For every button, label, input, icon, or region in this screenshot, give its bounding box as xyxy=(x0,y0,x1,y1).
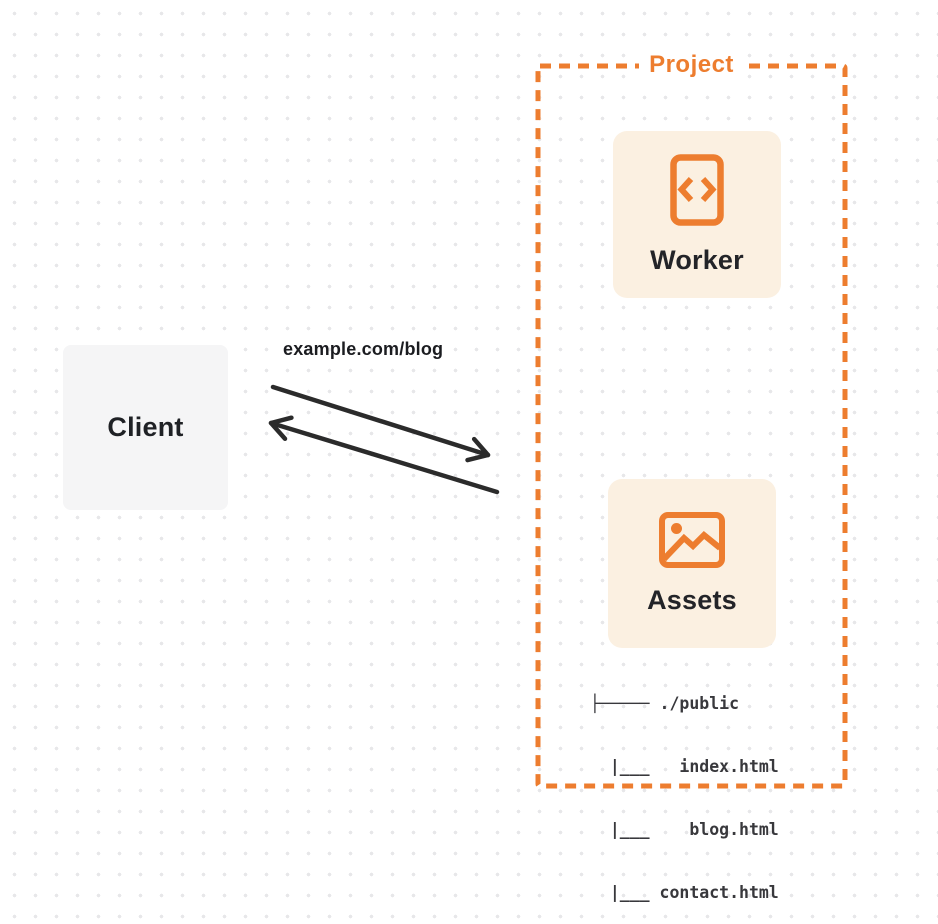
request-url-label: example.com/blog xyxy=(283,339,444,359)
file-tree-line: |___ blog.html xyxy=(590,820,779,839)
project-title: Project xyxy=(639,50,744,80)
code-document-icon xyxy=(670,153,724,226)
file-tree-line: |___ contact.html xyxy=(590,883,779,902)
worker-label: Worker xyxy=(650,244,744,275)
graphics-layer xyxy=(268,63,848,789)
assets-label: Assets xyxy=(647,584,737,615)
file-tree-line: |___ index.html xyxy=(590,757,779,776)
response-arrow xyxy=(268,415,500,495)
project-title-row: Project xyxy=(538,50,845,80)
client-node: Client xyxy=(63,345,228,510)
diagram-canvas: { "colors": { "accent_orange": "#ED7D2F"… xyxy=(0,0,938,902)
worker-node: Worker xyxy=(613,131,781,298)
client-label: Client xyxy=(107,412,184,442)
assets-file-tree: ├───── ./public |___ index.html |___ blo… xyxy=(590,651,779,924)
file-tree-line: ├───── ./public xyxy=(590,694,740,713)
image-icon xyxy=(659,511,725,568)
assets-node: Assets xyxy=(608,479,776,648)
request-arrow xyxy=(270,384,491,463)
